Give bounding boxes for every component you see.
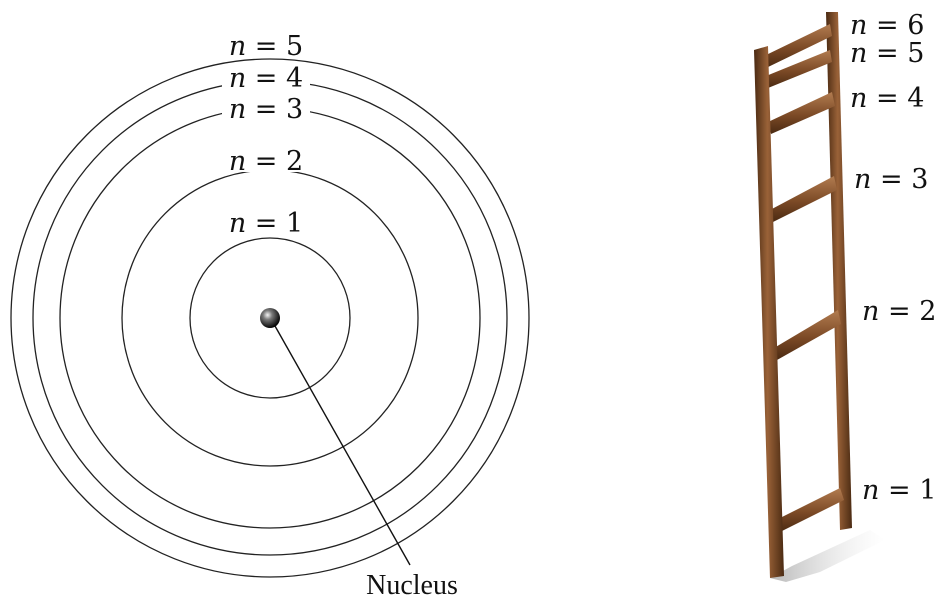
ladder-rung-n1 (776, 488, 844, 532)
nucleus-label: Nucleus (366, 570, 458, 600)
ladder-right-rail (826, 12, 852, 530)
svg-text:n = 2: n = 2 (229, 146, 303, 177)
rung-label-n4: n = 4 (850, 83, 924, 114)
ladder-shadow (770, 530, 885, 582)
ladder-diagram: n = 1 n = 2 n = 3 n = 4 n = 5 n = 6 (754, 10, 936, 582)
atom-diagram: n = 1 n = 2 n = 3 n = 4 n = 5 (11, 31, 529, 600)
svg-text:n = 3: n = 3 (229, 94, 303, 125)
ladder-rung-n4 (768, 92, 835, 134)
svg-text:n = 5: n = 5 (229, 31, 303, 62)
nucleus-sphere (260, 308, 280, 328)
rung-label-n1: n = 1 (862, 475, 936, 506)
orbit-label-n2: n = 2 (222, 144, 310, 177)
orbit-label-n4: n = 4 (222, 63, 310, 94)
rung-label-n6: n = 6 (850, 10, 924, 41)
rung-label-n5: n = 5 (850, 38, 924, 69)
ladder-rung-n3 (770, 176, 837, 222)
ladder-rung-n2 (774, 310, 841, 360)
orbit-label-n5: n = 5 (222, 31, 310, 62)
nucleus-pointer-line (275, 326, 410, 565)
svg-text:n = 1: n = 1 (229, 208, 303, 239)
orbit-label-n3: n = 3 (222, 94, 310, 125)
orbit-label-n1: n = 1 (222, 206, 310, 239)
rung-label-n3: n = 3 (854, 164, 928, 195)
svg-text:n = 4: n = 4 (229, 63, 303, 94)
rung-label-n2: n = 2 (862, 296, 936, 327)
